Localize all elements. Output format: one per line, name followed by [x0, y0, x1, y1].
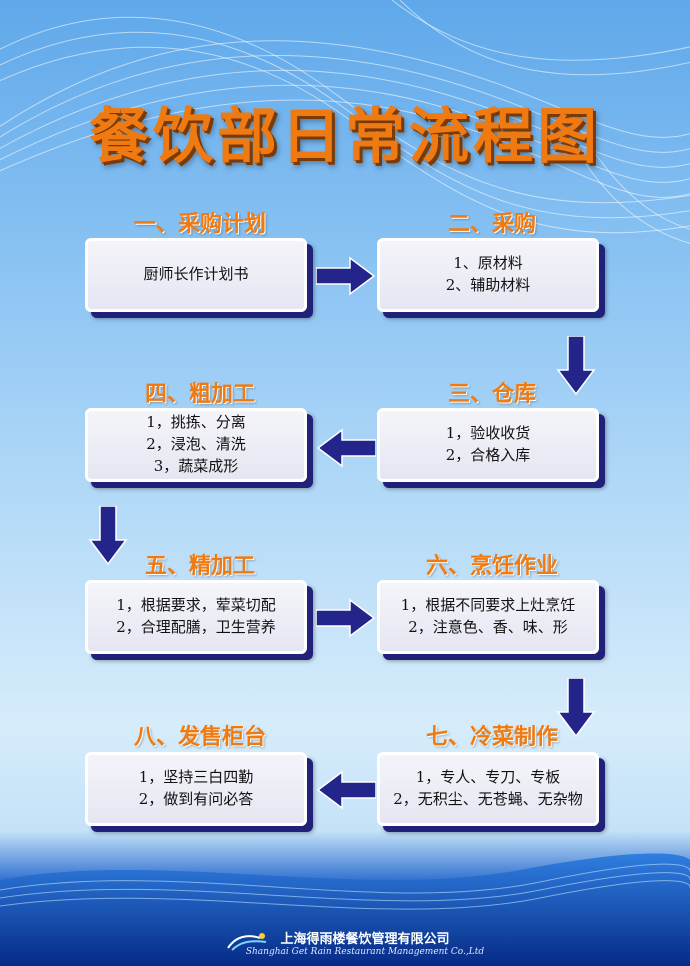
step-label-5: 五、精加工 [144, 554, 255, 579]
step-4-line-2: 2，浸泡、清洗 [146, 435, 246, 454]
company-logo-icon [227, 933, 267, 951]
step-3-line-1: 1，验收收货 [445, 424, 531, 443]
step-7-line-2: 2，无积尘、无苍蝇、无杂物 [393, 790, 583, 808]
step-8-line-1: 1，坚持三白四勤 [138, 768, 254, 787]
step-label-4: 四、粗加工 [144, 382, 255, 407]
step-label-8: 八、发售柜台 [133, 725, 266, 750]
step-label-2: 二、采购 [447, 212, 536, 237]
arrow-down-icon [556, 678, 596, 738]
step-box-3: 1，验收收货 2，合格入库 [377, 408, 599, 482]
footer-wave [0, 853, 690, 966]
company-name-en: Shanghai Get Rain Restaurant Management … [245, 947, 485, 957]
step-label-3: 三、仓库 [447, 382, 536, 407]
step-5-line-2: 2，合理配膳，卫生营养 [116, 618, 276, 636]
step-4-line-1: 1，挑拣、分离 [146, 413, 246, 432]
arrow-left-icon [316, 770, 376, 810]
step-box-1: 厨师长作计划书 [85, 238, 307, 312]
step-label-1: 一、采购计划 [133, 212, 266, 237]
step-4-line-3: 3，蔬菜成形 [153, 456, 239, 475]
step-2-line-1: 1、原材料 [453, 254, 523, 273]
step-label-6: 六、烹饪作业 [425, 554, 558, 579]
step-box-5: 1，根据要求，荤菜切配 2，合理配膳，卫生营养 [85, 580, 307, 654]
step-3-line-2: 2，合格入库 [445, 446, 531, 464]
arrow-down-icon [556, 336, 596, 396]
step-2-line-2: 2、辅助材料 [445, 276, 531, 294]
step-7-line-1: 1，专人、专刀、专板 [415, 768, 561, 787]
step-6-line-1: 1，根据不同要求上灶烹饪 [400, 596, 576, 615]
arrow-right-icon [316, 256, 376, 296]
arrow-down-icon [88, 506, 128, 566]
step-box-7: 1，专人、专刀、专板 2，无积尘、无苍蝇、无杂物 [377, 752, 599, 826]
page-title: 餐饮部日常流程图 [89, 102, 601, 172]
step-box-4: 1，挑拣、分离 2，浸泡、清洗 3，蔬菜成形 [85, 408, 307, 482]
step-6-line-2: 2，注意色、香、味、形 [408, 618, 568, 636]
step-box-6: 1，根据不同要求上灶烹饪 2，注意色、香、味、形 [377, 580, 599, 654]
company-name: 上海得雨楼餐饮管理有限公司 Shanghai Get Rain Restaura… [0, 928, 690, 957]
step-label-7: 七、冷菜制作 [425, 725, 558, 750]
company-name-cn: 上海得雨楼餐饮管理有限公司 [280, 932, 450, 947]
step-box-8: 1，坚持三白四勤 2，做到有问必答 [85, 752, 307, 826]
step-box-2: 1、原材料 2、辅助材料 [377, 238, 599, 312]
arrow-right-icon [316, 598, 376, 638]
step-8-line-2: 2，做到有问必答 [138, 790, 254, 808]
arrow-left-icon [316, 428, 376, 468]
step-1-line-1: 厨师长作计划书 [143, 265, 249, 284]
step-5-line-1: 1，根据要求，荤菜切配 [116, 596, 276, 615]
